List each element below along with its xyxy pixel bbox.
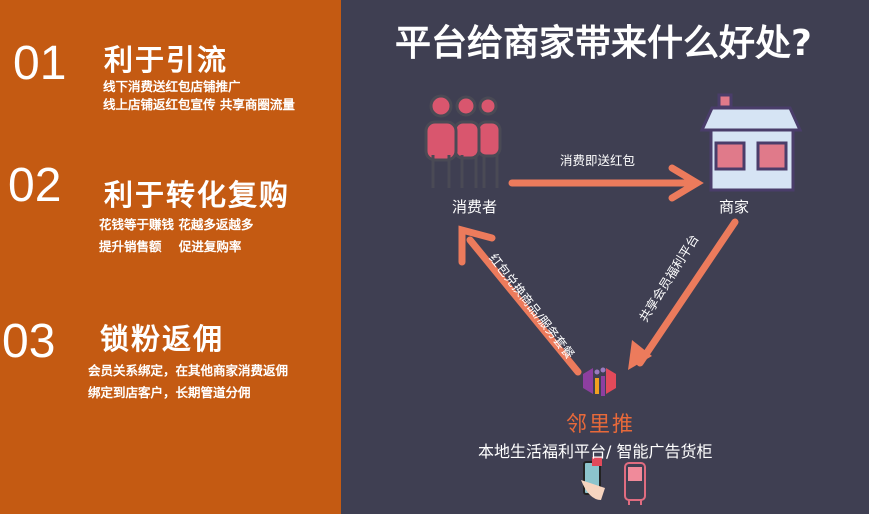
phone-icon — [581, 457, 605, 500]
benefit-number: 03 — [2, 315, 56, 368]
benefit-line: 线下消费送红包店铺推广 — [103, 79, 241, 94]
benefit-line: 花钱等于赚钱 花越多返越多 — [99, 217, 254, 232]
benefit-title: 利于引流 — [104, 43, 229, 77]
merchant-house-icon — [699, 93, 803, 192]
arrow-top-label: 消费即送红包 — [560, 153, 636, 168]
consumers-icon — [424, 94, 502, 188]
benefit-line: 线上店铺返红包宣传 共享商圈流量 — [103, 97, 295, 112]
brand-logo-icon — [583, 367, 616, 396]
platform-label: 本地生活福利平台/ 智能广告货柜 — [478, 442, 713, 461]
diagram-title: 平台给商家带来什么好处? — [395, 23, 812, 64]
benefit-line: 会员关系绑定，在其他商家消费返佣 — [88, 363, 289, 378]
benefit-number: 02 — [8, 159, 62, 212]
benefits-panel: 01 利于引流 线下消费送红包店铺推广 线上店铺返红包宣传 共享商圈流量 02 … — [0, 0, 341, 514]
benefit-line: 绑定到店客户，长期管道分佣 — [88, 385, 251, 400]
benefit-number: 01 — [13, 37, 67, 90]
consumer-label: 消费者 — [452, 198, 498, 216]
merchant-label: 商家 — [719, 198, 750, 216]
brand-name: 邻里推 — [566, 412, 635, 436]
benefit-title: 锁粉返佣 — [100, 322, 225, 356]
ad-cabinet-icon — [624, 462, 646, 505]
arrows — [458, 164, 739, 376]
benefit-line: 提升销售额 促进复购率 — [99, 239, 242, 254]
benefit-title: 利于转化复购 — [104, 178, 291, 212]
